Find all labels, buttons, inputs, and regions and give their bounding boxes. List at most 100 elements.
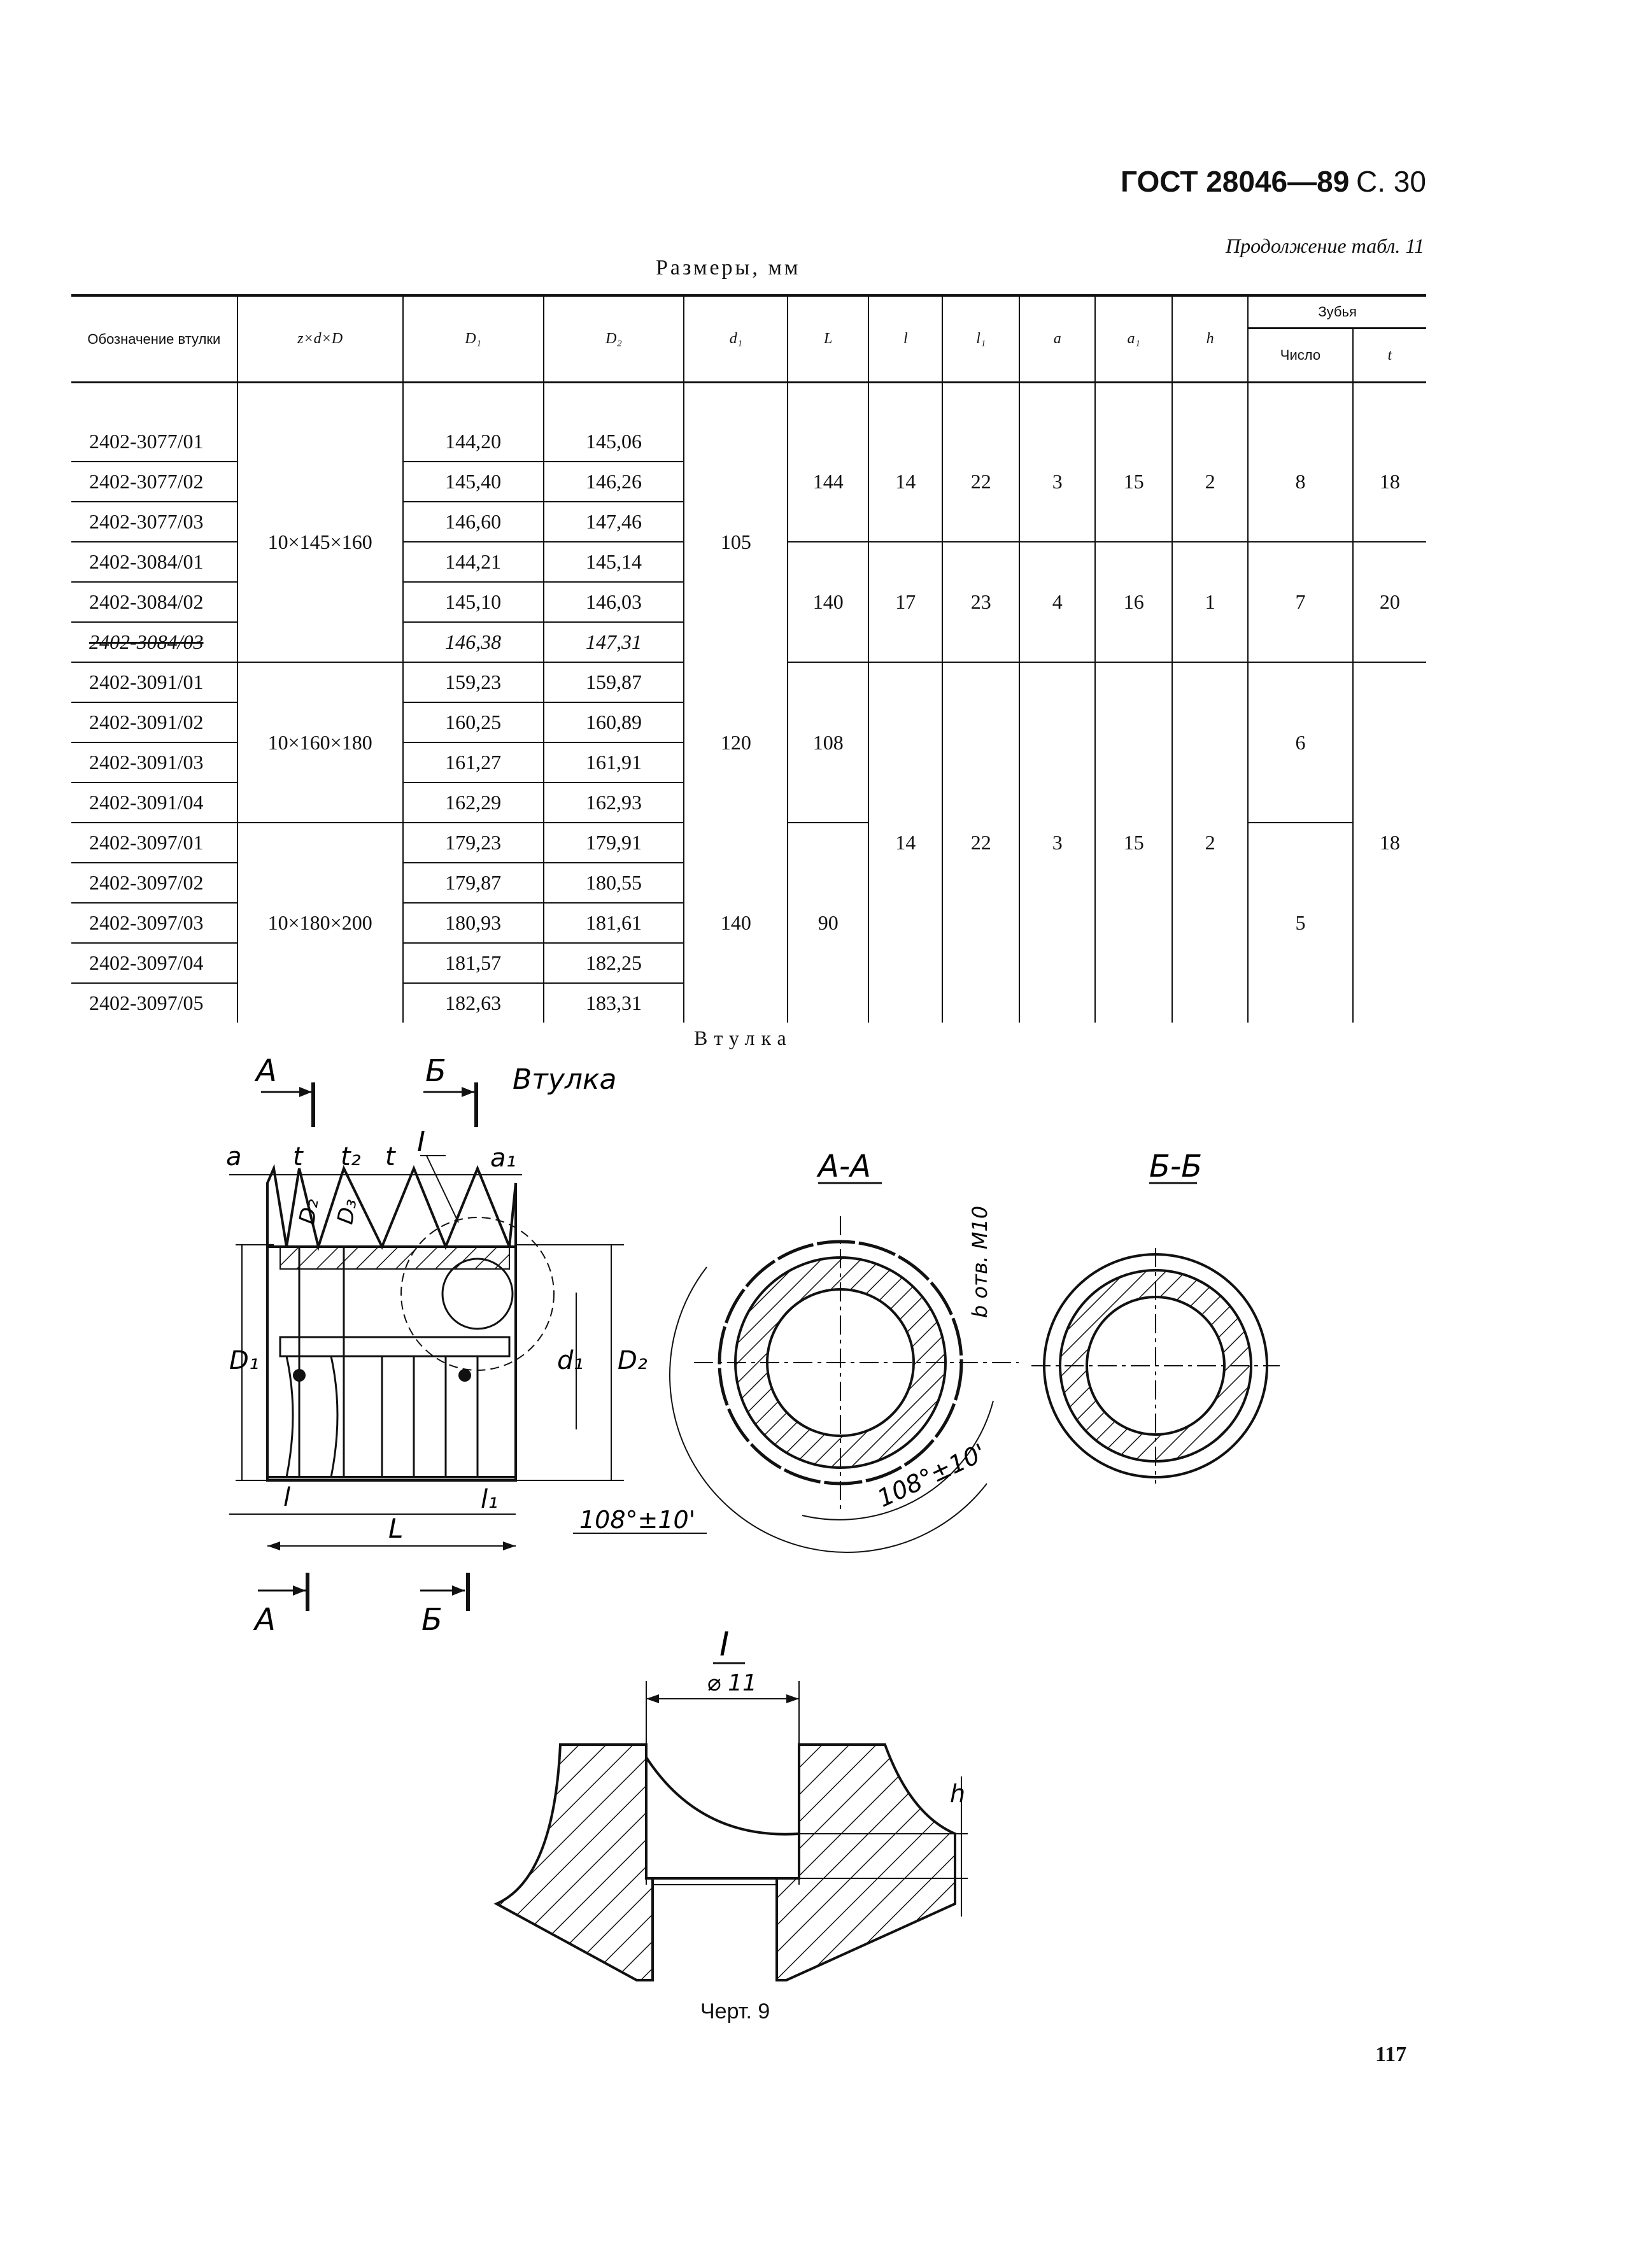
cell-l1: 22 <box>942 422 1020 542</box>
col-t: t <box>1352 328 1426 383</box>
cell-l: 14 <box>868 662 943 1023</box>
section-marker-b-bottom: Б <box>420 1573 470 1638</box>
table-row: 2402-3091/01 10×160×180 159,23 159,87 12… <box>71 662 1426 1023</box>
cell-a1: 15 <box>1094 422 1173 542</box>
cell-code: 2402-3091/04 <box>71 783 237 823</box>
cell-code: 2402-3077/03 <box>71 502 237 542</box>
cell-D2: 146,26 <box>542 462 684 502</box>
cell-code: 2402-3097/02 <box>71 863 237 904</box>
dim-d1: d₁ <box>557 1346 583 1375</box>
col-a1: a₁ <box>1094 294 1173 383</box>
cell-D2: 159,87 <box>542 662 684 703</box>
cell-D2: 180,55 <box>542 863 684 904</box>
table-row: 2402-3091/04 162,29 162,93 <box>71 783 1426 823</box>
cell-code: 2402-3077/02 <box>71 462 237 502</box>
cell-D2: 146,03 <box>542 582 684 623</box>
side-view-dimensions: D₁ D₂ d₁ a t t₂ t I a₁ D₂ D₃ l l₁ L <box>226 1126 648 1550</box>
section-aa-title: А-А <box>816 1149 871 1184</box>
dim-L: L <box>388 1513 403 1544</box>
bushing-side-view <box>266 1163 555 1482</box>
table-row: 2402-3084/02 145,10 146,03 <box>71 582 1426 623</box>
col-D1: D₁ <box>402 294 544 383</box>
dim-h: h <box>950 1780 965 1808</box>
label-b-bottom: Б <box>421 1602 442 1638</box>
cell-D2: 147,31 <box>542 622 684 663</box>
cell-D1: 179,23 <box>402 823 544 863</box>
cell-D1: 146,60 <box>402 502 544 542</box>
cell-a: 3 <box>1019 422 1096 542</box>
section-a-a: А-А 108°±10' 108°±10' b отв. М10 <box>573 1149 1019 1553</box>
table-row: 2402-3097/04 181,57 182,25 <box>71 943 1426 984</box>
cell-D1: 179,87 <box>402 863 544 904</box>
cell-a1: 16 <box>1094 542 1173 663</box>
section-bb-title: Б-Б <box>1149 1149 1202 1184</box>
units-caption: Размеры, мм <box>656 256 801 280</box>
cell-t: 20 <box>1352 542 1426 663</box>
drawing-label-bushing: Втулка <box>513 1063 617 1096</box>
cell-D2: 160,89 <box>542 702 684 743</box>
cell-D1: 145,10 <box>402 582 544 623</box>
cell-h: 1 <box>1171 542 1249 663</box>
cell-D1: 161,27 <box>402 742 544 783</box>
cell-a1: 15 <box>1094 662 1173 1023</box>
table-row: 2402-3084/01 144,21 145,14 140 17 23 4 1… <box>71 542 1426 663</box>
table-row: 2402-3097/05 182,63 183,31 <box>71 983 1426 1023</box>
cell-D1: 144,21 <box>402 542 544 583</box>
table-row: 2402-3097/02 179,87 180,55 <box>71 863 1426 904</box>
dim-D2: D₂ <box>618 1346 648 1375</box>
detail-callout: I <box>417 1126 425 1158</box>
section-marker-b-top: Б <box>423 1053 478 1127</box>
cell-D1: 145,40 <box>402 462 544 502</box>
cell-code: 2402-3084/01 <box>71 542 237 583</box>
cell-D2: 147,46 <box>542 502 684 542</box>
cell-code: 2402-3091/02 <box>71 702 237 743</box>
section-marker-a-bottom: А <box>253 1573 309 1638</box>
cell-a: 4 <box>1019 542 1096 663</box>
cell-D1: 144,20 <box>402 422 544 462</box>
cell-t: 18 <box>1352 422 1426 542</box>
dim-a: a <box>226 1142 242 1172</box>
cell-d1: 120 <box>683 662 788 823</box>
cell-h: 2 <box>1171 662 1249 1023</box>
section-b-b: Б-Б <box>1031 1149 1280 1484</box>
dim-D3: D₃ <box>332 1197 362 1226</box>
figure-caption: Черт. 9 <box>700 1999 770 2023</box>
cell-D1: 182,63 <box>402 983 544 1023</box>
standard-number: ГОСТ 28046—89 <box>1121 165 1350 198</box>
dim-t-left: t <box>293 1142 304 1172</box>
col-l: l <box>868 294 943 383</box>
cell-teeth-count: 8 <box>1247 422 1353 542</box>
cell-l: 14 <box>868 422 943 542</box>
cell-l1: 22 <box>942 662 1020 1023</box>
cell-L: 108 <box>787 662 869 823</box>
section-marker-a-top: А <box>254 1053 315 1127</box>
cell-D1: 146,38 <box>402 622 544 663</box>
table-row: 2402-3091/03 161,27 161,91 <box>71 742 1426 783</box>
cell-D2: 162,93 <box>542 783 684 823</box>
cell-code: 2402-3097/03 <box>71 903 237 944</box>
cell-D2: 145,06 <box>542 422 684 462</box>
cell-D2: 161,91 <box>542 742 684 783</box>
dim-t2: t₂ <box>341 1142 361 1172</box>
col-teeth-count: Число <box>1247 328 1353 383</box>
cell-teeth-count: 6 <box>1247 662 1353 823</box>
cell-code: 2402-3084/03 <box>71 622 237 663</box>
angle-label-left: 108°±10' <box>579 1506 695 1534</box>
cell-h: 2 <box>1171 422 1249 542</box>
cell-L: 144 <box>787 422 869 542</box>
cell-L: 140 <box>787 542 869 663</box>
col-designation: Обозначение втулки <box>71 294 237 383</box>
col-teeth: Зубья <box>1247 294 1426 329</box>
cell-d1: 105 <box>683 422 788 662</box>
label-a-top: А <box>254 1053 277 1089</box>
label-b-top: Б <box>425 1053 446 1089</box>
cell-l: 17 <box>868 542 943 663</box>
cell-D2: 179,91 <box>542 823 684 863</box>
dim-a1: a₁ <box>490 1144 516 1173</box>
table-row: 2402-3091/02 160,25 160,89 <box>71 702 1426 743</box>
cell-code: 2402-3097/01 <box>71 823 237 863</box>
cell-D1: 162,29 <box>402 783 544 823</box>
dim-l: l <box>283 1483 290 1512</box>
dim-D1: D₁ <box>229 1346 259 1375</box>
hole-label: b отв. М10 <box>968 1206 992 1318</box>
